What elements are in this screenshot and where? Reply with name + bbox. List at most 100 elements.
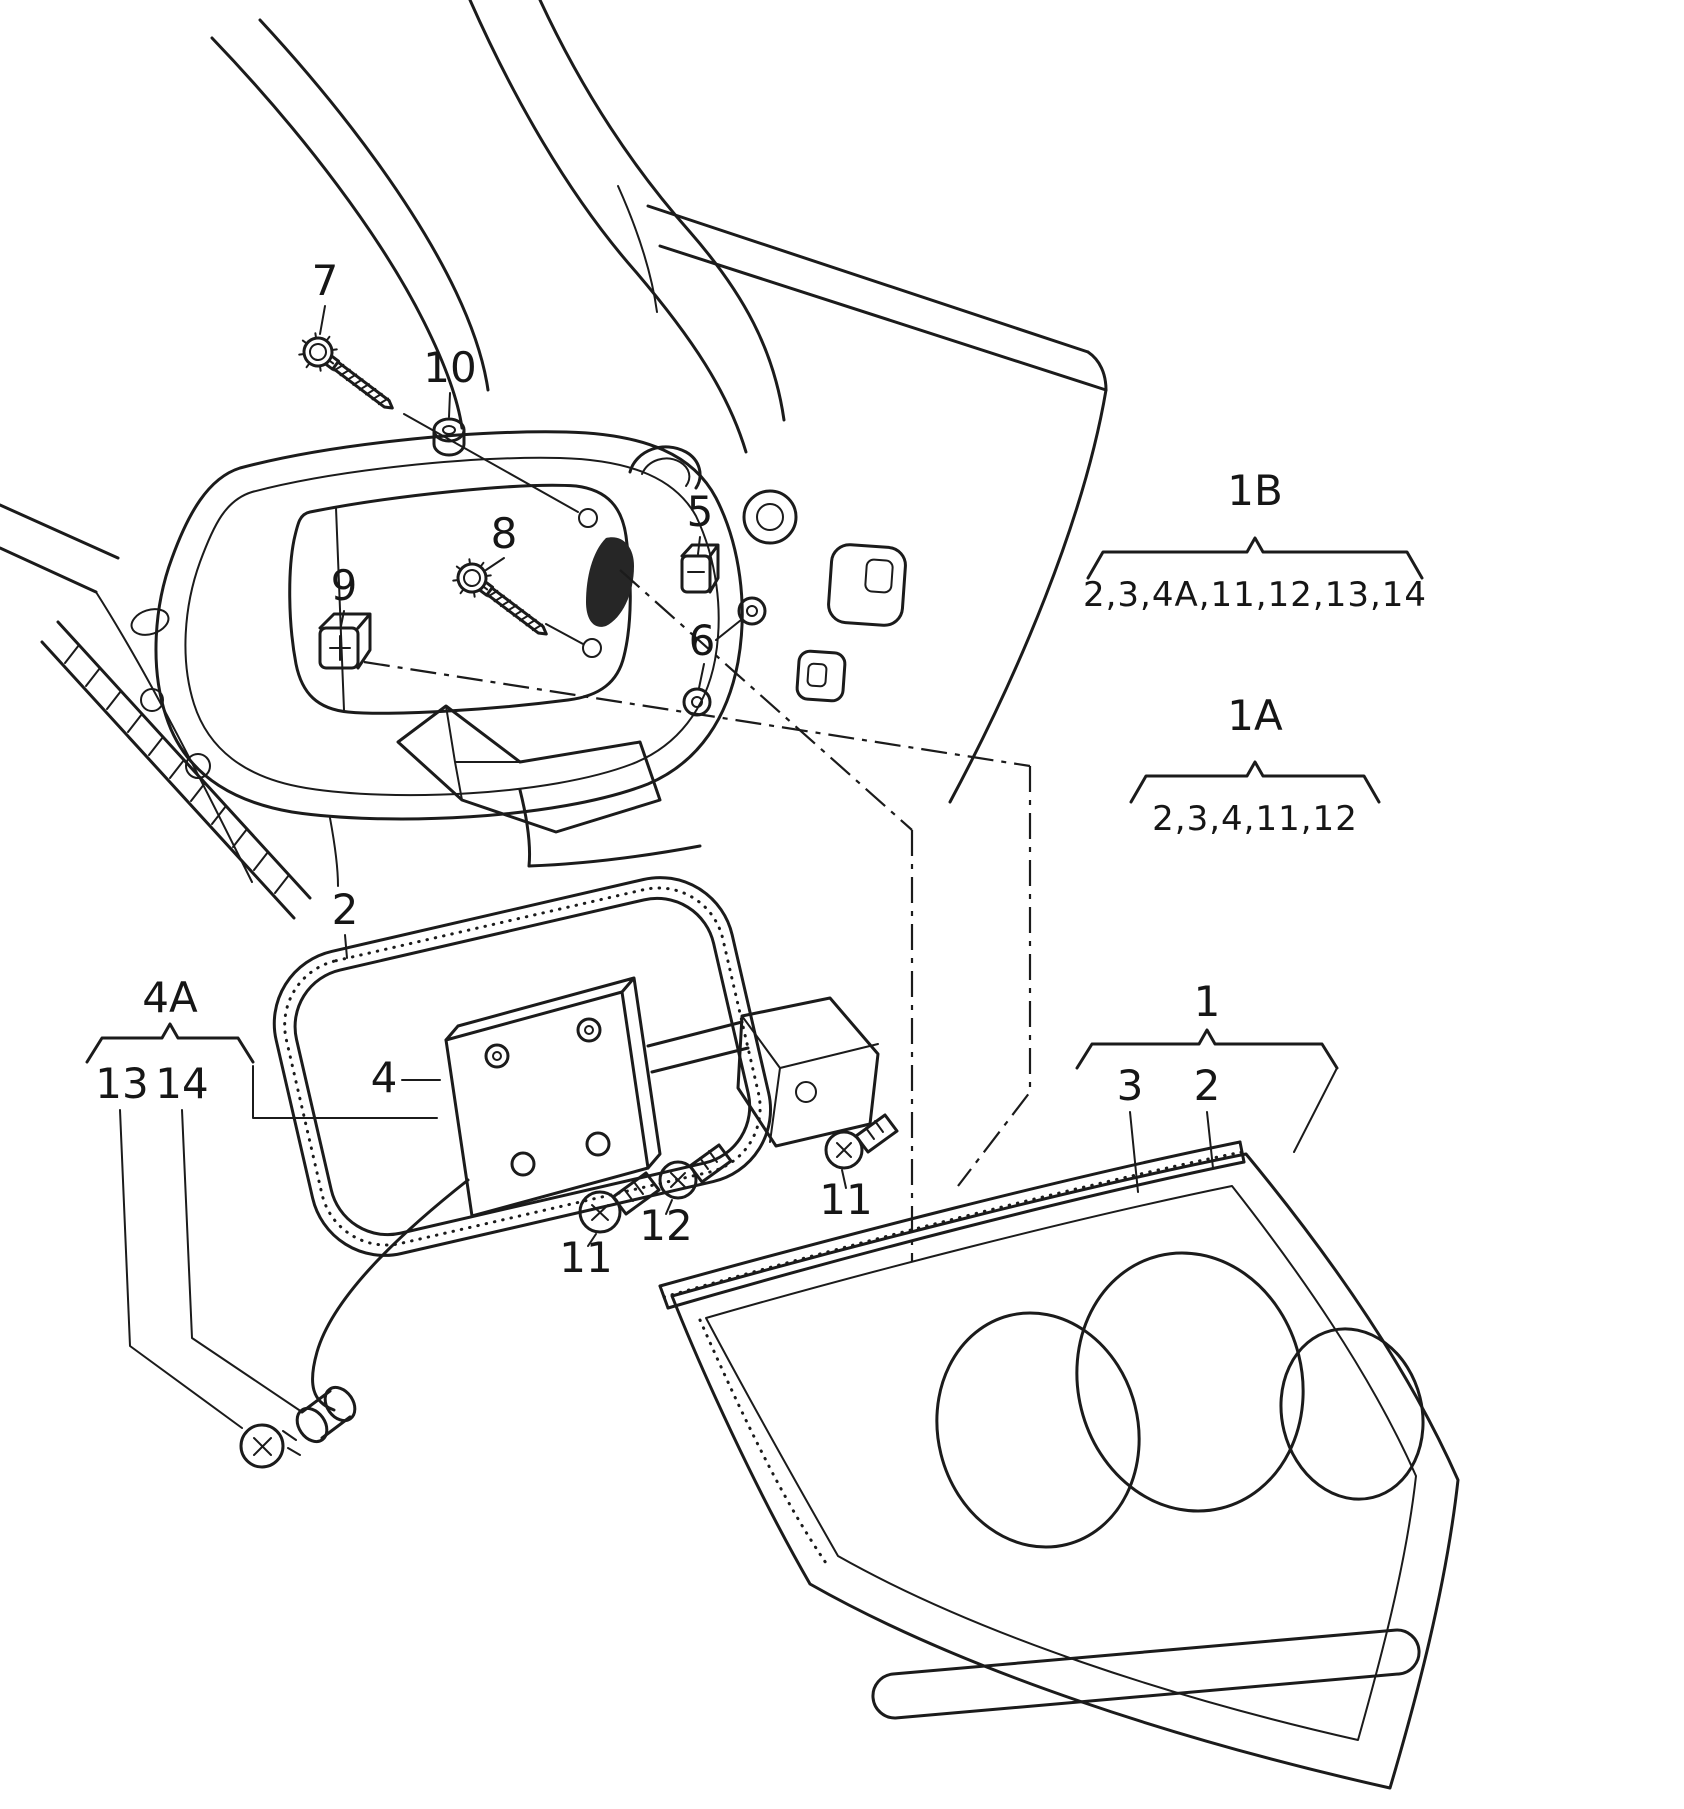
- bulb-socket-wire-parts-13-14: [239, 1178, 470, 1469]
- socket-rear: [323, 1385, 357, 1423]
- clip-3d-edges: [318, 612, 372, 670]
- leader-line-2-seal: [344, 934, 348, 959]
- bulb-base: [854, 1113, 899, 1154]
- bulb-base-detail: [836, 1120, 884, 1158]
- body-access-hole-small: [795, 649, 847, 703]
- deck-edge-line: [646, 204, 1090, 354]
- grommet-inner: [756, 503, 784, 531]
- screw-threads: [333, 363, 390, 406]
- carrier-socket-hole-left: [510, 1151, 536, 1177]
- support-bracket-folds: [445, 705, 521, 801]
- label-group-1a: 1A: [1227, 691, 1283, 740]
- brace-group-1b: [1086, 536, 1424, 580]
- leader-line-5: [697, 536, 701, 555]
- carrier-screw-hole-left-inner: [492, 1051, 502, 1061]
- sill-hatching: [64, 644, 290, 894]
- label-part-2-seal: 2: [332, 885, 359, 934]
- pillar-crease-line: [617, 185, 658, 313]
- label-group-1a-includes: 2,3,4,11,12: [1152, 799, 1358, 839]
- left-bumper-line-2: [0, 546, 98, 594]
- opening-inner-edge: [184, 456, 720, 797]
- panel-return-flange-left: [329, 817, 339, 887]
- leader-line-8: [485, 557, 505, 571]
- screw-collar: [324, 354, 341, 371]
- washer-lower-inner: [691, 696, 703, 708]
- nut-top: [432, 417, 466, 443]
- screw7-axis-line: [403, 413, 579, 513]
- lens-circle-left: [935, 1311, 1141, 1549]
- leader-line-4a-to-carrier: [252, 1065, 438, 1119]
- label-part-3: 3: [1117, 1061, 1144, 1110]
- sill-flange-line-2: [40, 640, 296, 920]
- screw-head-inner: [309, 343, 327, 361]
- brace-group-1: [1075, 1028, 1339, 1070]
- mounting-recess: [288, 483, 632, 715]
- bulb-part-11-right: [824, 1113, 899, 1170]
- carrier-bracket-hole: [795, 1081, 817, 1103]
- axis-diagonal-long: [363, 660, 1031, 768]
- lens-inner-edge: [705, 1185, 1417, 1741]
- deck-end-cap: [1086, 350, 1108, 392]
- leader-line-11-left: [587, 1233, 597, 1247]
- panel-return-flange: [518, 788, 702, 868]
- screw-head-inner: [463, 569, 481, 587]
- label-part-5: 5: [687, 487, 714, 536]
- screw-part-8: [452, 558, 548, 636]
- bulb-wire: [311, 1178, 470, 1412]
- body-hole-small-2: [185, 753, 211, 779]
- carrier-screw-hole-right: [576, 1017, 602, 1043]
- screw-head: [456, 562, 488, 594]
- washer-part-6: [682, 596, 767, 717]
- rear-pillar-inner-line: [538, 0, 786, 422]
- lens-outer-edge: [670, 1152, 1460, 1790]
- brace-group-1a: [1129, 760, 1381, 804]
- label-part-10: 10: [423, 343, 476, 392]
- lens-left-edge-stipple: [698, 1318, 830, 1568]
- callouts: 7 10 8 9 5 6 2 4 11 12 11 4A 13 14 1B: [85, 256, 1426, 1429]
- leader-line-2-lens: [1206, 1111, 1214, 1169]
- bulb-glass: [824, 1130, 864, 1170]
- bulb-base-detail: [670, 1150, 718, 1188]
- leader-line-12: [665, 1199, 673, 1215]
- carrier-arm: [646, 1020, 750, 1074]
- carrier-screw-hole-right-inner: [584, 1025, 594, 1035]
- clip-cross-slot: [329, 635, 351, 661]
- carrier-screw-hole-left: [484, 1043, 510, 1069]
- leader-line-10: [448, 392, 451, 418]
- carrier-bracket: [736, 996, 880, 1148]
- screw-collar: [478, 580, 495, 597]
- clip-part-9: [318, 612, 372, 670]
- seal-strip-part-3: [658, 1140, 1246, 1310]
- bulb-glass: [578, 1190, 622, 1234]
- body-access-hole-large-inner: [864, 558, 894, 594]
- left-bumper-line-1: [0, 503, 120, 560]
- bulb-glass: [658, 1160, 698, 1200]
- brace-group-4a: [85, 1022, 255, 1064]
- label-part-14: 14: [155, 1059, 208, 1108]
- label-part-2-lens: 2: [1194, 1061, 1221, 1110]
- label-part-7: 7: [312, 256, 339, 305]
- screw-head-knurl: [452, 558, 492, 598]
- label-part-4: 4: [371, 1053, 398, 1102]
- leader-line-7: [319, 305, 326, 335]
- leader-line-11-right: [841, 1169, 847, 1189]
- clip-3d-edges: [680, 543, 720, 594]
- washer-upper-outer: [737, 596, 767, 626]
- socket-front: [295, 1406, 329, 1444]
- clip-part-5: [680, 543, 720, 594]
- body-access-hole-large: [827, 543, 907, 627]
- label-part-13: 13: [95, 1059, 148, 1108]
- tail-light-lens-part-1: [670, 1152, 1460, 1790]
- label-group-1b: 1B: [1227, 466, 1283, 515]
- carrier-plate-thickness: [444, 976, 662, 1170]
- washer-upper-inner: [746, 605, 758, 617]
- strip-lower-line: [666, 1160, 1246, 1310]
- nut-hole: [442, 425, 456, 435]
- lens-circle-right: [1279, 1327, 1425, 1501]
- c-pillar-outer-line: [210, 36, 464, 430]
- left-body-edge: [95, 591, 253, 883]
- leader-line-6: [698, 619, 742, 689]
- carrier-socket-hole-right: [585, 1131, 611, 1157]
- label-part-8: 8: [491, 509, 518, 558]
